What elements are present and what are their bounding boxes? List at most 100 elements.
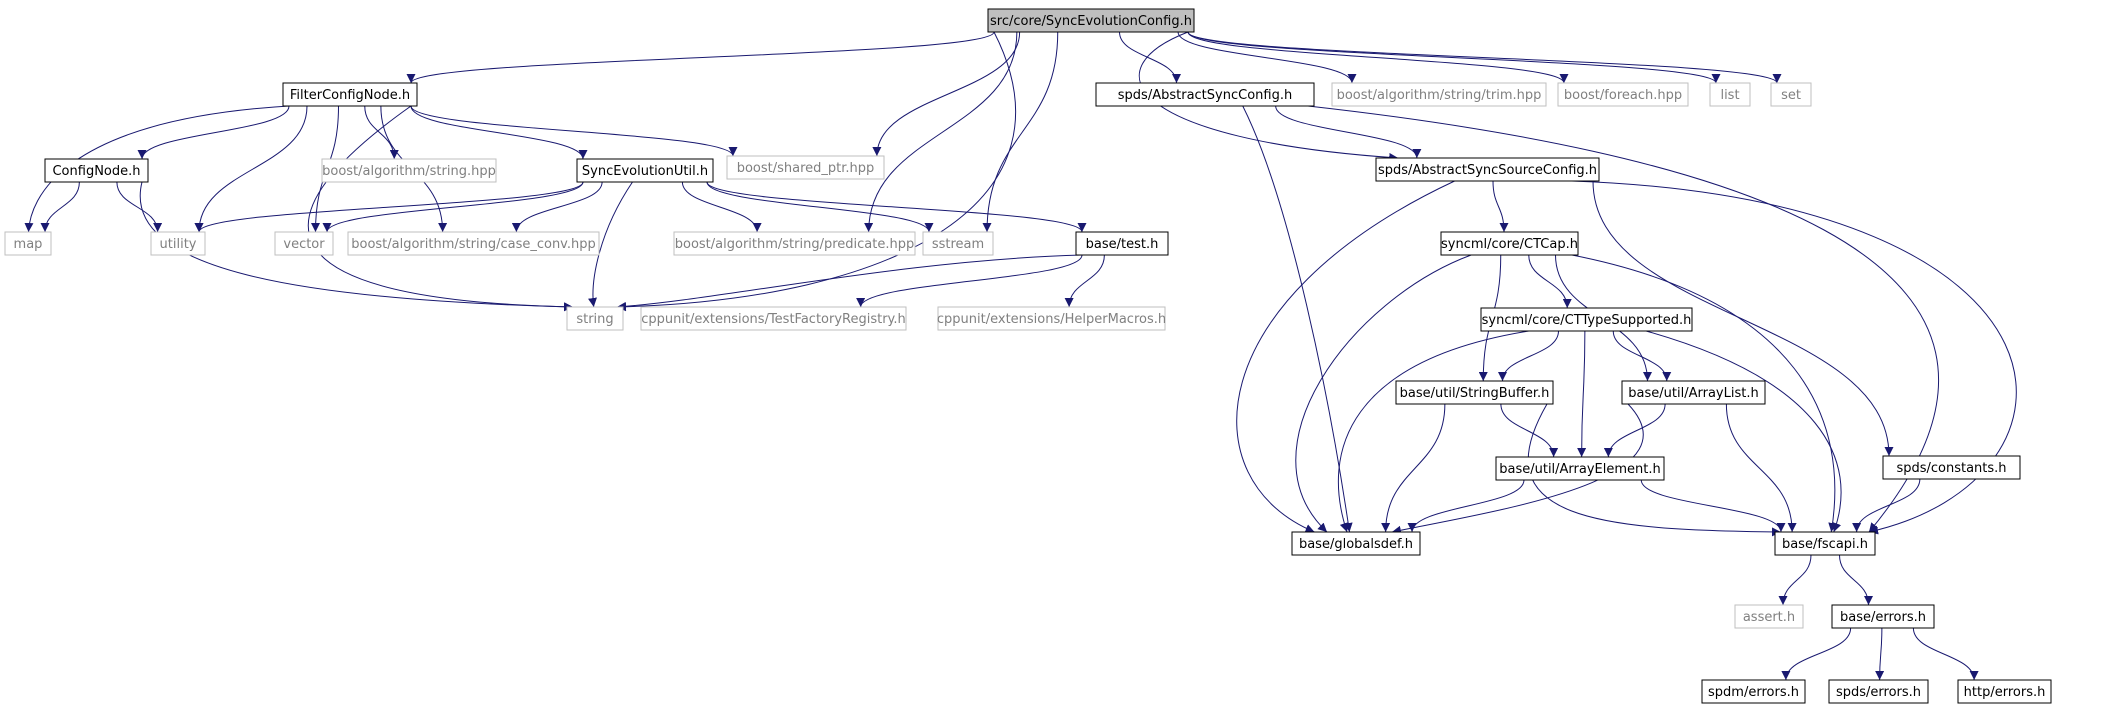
edge-root-to-fcn <box>406 31 995 84</box>
edge-seu-to-vector <box>322 181 584 233</box>
node-cppunit-extensions-testfactoryregistry-h: cppunit/extensions/TestFactoryRegistry.h <box>640 306 907 331</box>
node-label: boost/algorithm/string.hpp <box>322 164 496 179</box>
node-label: sstream <box>932 237 984 252</box>
node-label: FilterConfigNode.h <box>290 88 410 103</box>
node-box <box>1957 679 2052 704</box>
node-utility: utility <box>150 231 206 256</box>
node-label: boost/algorithm/string/case_conv.hpp <box>351 237 596 252</box>
node-base-fscapi-h[interactable]: base/fscapi.h <box>1774 531 1876 556</box>
node-label: syncml/core/CTCap.h <box>1441 237 1578 252</box>
node-label: spds/errors.h <box>1836 685 1921 700</box>
node-base-errors-h[interactable]: base/errors.h <box>1831 604 1935 629</box>
node-label: base/errors.h <box>1840 610 1926 625</box>
node-box <box>673 231 916 256</box>
node-label: map <box>14 237 43 252</box>
edge-errors-to-spdserr <box>1875 627 1885 681</box>
node-label: boost/shared_ptr.hpp <box>737 161 875 176</box>
node-base-test-h[interactable]: base/test.h <box>1075 231 1169 256</box>
node-spds-abstractsyncconfig-h[interactable]: spds/AbstractSyncConfig.h <box>1095 82 1315 107</box>
edge-fcn-to-cn <box>137 105 290 160</box>
edge-cn-to-map <box>40 181 80 233</box>
node-spds-constants-h[interactable]: spds/constants.h <box>1882 455 2021 480</box>
node-boost-shared-ptr-hpp: boost/shared_ptr.hpp <box>726 155 885 180</box>
node-box <box>1770 82 1812 107</box>
node-label: assert.h <box>1743 610 1795 625</box>
node-src-core-syncevolutionconfig-h[interactable]: src/core/SyncEvolutionConfig.h <box>987 8 1195 33</box>
edge-al-to-gd <box>1391 403 1644 535</box>
edge-seu-to-test <box>706 181 1087 233</box>
edge-cts-to-gd <box>1337 330 1529 533</box>
node-vector: vector <box>274 231 334 256</box>
node-label: string <box>576 312 613 327</box>
edge-ctcap-to-fscapi <box>1571 254 1838 533</box>
node-label: syncml/core/CTTypeSupported.h <box>1482 313 1692 328</box>
node-box <box>1495 456 1665 481</box>
edge-root-to-foreach <box>1187 31 1569 84</box>
node-box <box>987 8 1195 33</box>
node-spds-errors-h[interactable]: spds/errors.h <box>1828 679 1929 704</box>
edge-root-to-asc <box>1119 31 1181 84</box>
edge-sb-to-gd <box>1381 403 1446 533</box>
node-spds-abstractsyncsourceconfig-h[interactable]: spds/AbstractSyncSourceConfig.h <box>1375 157 1600 182</box>
node-syncml-core-cttypesupported-h[interactable]: syncml/core/CTTypeSupported.h <box>1480 307 1693 332</box>
edge-root-to-pred <box>864 31 1018 233</box>
node-box <box>640 306 907 331</box>
edge-al-to-fscapi <box>1725 403 1797 533</box>
node-label: ConfigNode.h <box>52 164 140 179</box>
node-box <box>1075 231 1169 256</box>
edge-ctcap-to-cts <box>1528 254 1572 309</box>
node-filterconfignode-h[interactable]: FilterConfigNode.h <box>282 82 418 107</box>
node-cppunit-extensions-helpermacros-h: cppunit/extensions/HelperMacros.h <box>937 306 1166 331</box>
node-box <box>566 306 624 331</box>
node-sstream: sstream <box>922 231 994 256</box>
edge-const-to-fscapi <box>1852 478 1921 533</box>
node-box <box>1709 82 1751 107</box>
node-box <box>937 306 1166 331</box>
edge-test-to-hm <box>1064 254 1105 308</box>
edge-asc-to-assc <box>1275 105 1422 159</box>
edge-root-to-set <box>1187 31 1782 84</box>
node-boost-algorithm-string-predicate-hpp: boost/algorithm/string/predicate.hpp <box>673 231 916 256</box>
edge-fcn-to-seu <box>410 105 588 160</box>
node-syncml-core-ctcap-h[interactable]: syncml/core/CTCap.h <box>1440 231 1579 256</box>
node-box <box>1701 679 1806 704</box>
edge-test-to-tfr <box>856 254 1083 308</box>
edge-root-to-sp <box>872 31 1021 157</box>
node-string: string <box>566 306 624 331</box>
edge-sb-to-ae <box>1500 403 1559 458</box>
edge-seu-to-cc <box>511 181 603 233</box>
node-base-util-arrayelement-h[interactable]: base/util/ArrayElement.h <box>1495 456 1665 481</box>
node-label: base/test.h <box>1086 237 1159 252</box>
node-base-util-stringbuffer-h[interactable]: base/util/StringBuffer.h <box>1395 380 1554 405</box>
node-boost-algorithm-string-trim-hpp: boost/algorithm/string/trim.hpp <box>1331 82 1547 107</box>
node-base-globalsdef-h[interactable]: base/globalsdef.h <box>1291 531 1421 556</box>
node-box <box>4 231 52 256</box>
edge-cts-to-al <box>1612 330 1672 382</box>
node-spdm-errors-h[interactable]: spdm/errors.h <box>1701 679 1806 704</box>
node-box <box>1331 82 1547 107</box>
node-box <box>1375 157 1600 182</box>
node-box <box>1621 380 1766 405</box>
edge-fcn-to-bas <box>364 105 399 160</box>
node-confignode-h[interactable]: ConfigNode.h <box>44 158 149 183</box>
edge-fscapi-to-errors <box>1839 554 1873 606</box>
edge-assc-to-fscapi <box>1571 180 2017 535</box>
nodes-layer: src/core/SyncEvolutionConfig.hFilterConf… <box>4 8 2052 704</box>
node-box <box>576 158 714 183</box>
node-box <box>282 82 418 107</box>
edge-ae-to-fscapi <box>1640 479 1786 533</box>
node-http-errors-h[interactable]: http/errors.h <box>1957 679 2052 704</box>
node-label: spds/AbstractSyncConfig.h <box>1118 88 1292 103</box>
node-label: base/globalsdef.h <box>1299 537 1413 552</box>
node-label: boost/algorithm/string/predicate.hpp <box>675 237 914 252</box>
edge-ae-to-gd <box>1407 479 1525 533</box>
node-label: spdm/errors.h <box>1708 685 1799 700</box>
node-set: set <box>1770 82 1812 107</box>
edge-fcn-to-string <box>307 105 574 312</box>
node-base-util-arraylist-h[interactable]: base/util/ArrayList.h <box>1621 380 1766 405</box>
node-syncevolutionutil-h[interactable]: SyncEvolutionUtil.h <box>576 158 714 183</box>
edge-assc-to-gd <box>1236 180 1455 533</box>
node-box <box>1734 604 1804 629</box>
edges-layer <box>24 31 2017 681</box>
